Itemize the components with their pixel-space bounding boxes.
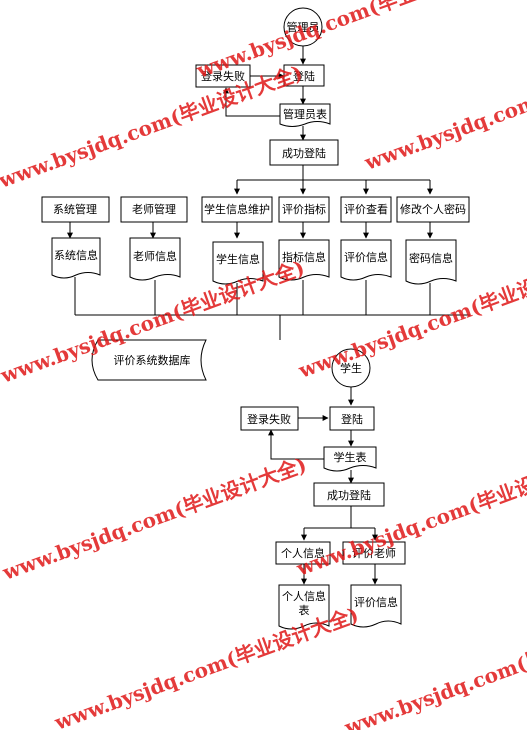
svg-text:系统信息: 系统信息 <box>54 248 98 262</box>
module-evaluation-view: 评价查看 <box>340 196 392 223</box>
admin-login-failed-box: 登录失败 <box>195 64 251 88</box>
admin-flow <box>67 46 470 340</box>
svg-text:表: 表 <box>299 603 310 617</box>
student-personal-info-box: 个人信息 <box>275 541 331 565</box>
admin-login-box: 登陆 <box>283 64 325 87</box>
doc-password-info: 密码信息 <box>405 239 457 285</box>
svg-text:系统管理: 系统管理 <box>53 202 97 216</box>
svg-text:登陆: 登陆 <box>341 412 363 426</box>
module-student-info-maintain: 学生信息维护 <box>201 196 273 223</box>
svg-text:评价老师: 评价老师 <box>352 547 396 560</box>
module-teacher-manage: 老师管理 <box>120 196 188 223</box>
student-login-box: 登陆 <box>329 406 375 431</box>
watermark: www.bysjdq.com(毕业设计大全) <box>0 60 306 193</box>
svg-text:修改个人密码: 修改个人密码 <box>400 202 466 216</box>
watermark: www.bysjdq.com(毕业设计大全) <box>361 42 527 175</box>
module-change-password: 修改个人密码 <box>396 196 470 223</box>
student-login-failed-box: 登录失败 <box>240 406 299 431</box>
svg-text:管理员表: 管理员表 <box>283 107 327 121</box>
student-actor: 学生 <box>331 348 371 388</box>
doc-student-evaluation-info: 评价信息 <box>350 584 402 628</box>
student-table-doc: 学生表 <box>323 446 377 472</box>
doc-evaluation-info: 评价信息 <box>340 239 392 281</box>
svg-text:评价信息: 评价信息 <box>354 595 398 609</box>
doc-personal-info-table: 个人信息 表 <box>278 584 330 630</box>
student-flow <box>268 387 378 585</box>
svg-text:老师信息: 老师信息 <box>133 249 177 263</box>
svg-text:成功登陆: 成功登陆 <box>282 146 326 160</box>
svg-text:学生信息维护: 学生信息维护 <box>204 202 270 216</box>
module-system-manage: 系统管理 <box>41 196 110 223</box>
svg-text:学生信息: 学生信息 <box>216 252 260 266</box>
student-evaluate-teacher-box: 评价老师 <box>342 541 406 565</box>
svg-text:登录失败: 登录失败 <box>201 69 245 83</box>
svg-text:个人信息: 个人信息 <box>281 546 325 560</box>
watermark: www.bysjdq.com(毕业设计大全) <box>0 452 310 585</box>
doc-system-info: 系统信息 <box>51 237 101 279</box>
svg-text:学生: 学生 <box>340 361 362 375</box>
svg-text:老师管理: 老师管理 <box>132 202 176 216</box>
svg-text:密码信息: 密码信息 <box>409 251 453 265</box>
svg-text:个人信息: 个人信息 <box>282 589 326 603</box>
svg-text:登陆: 登陆 <box>293 69 315 83</box>
svg-text:评价指标: 评价指标 <box>282 202 326 216</box>
svg-text:成功登陆: 成功登陆 <box>327 488 371 502</box>
svg-text:评价系统数据库: 评价系统数据库 <box>114 353 191 367</box>
admin-login-success-box: 成功登陆 <box>269 139 339 166</box>
evaluation-system-database: 评价系统数据库 <box>91 339 207 381</box>
svg-text:学生表: 学生表 <box>334 450 367 464</box>
svg-text:管理员: 管理员 <box>287 20 320 34</box>
svg-text:登录失败: 登录失败 <box>247 412 291 426</box>
module-evaluation-index: 评价指标 <box>278 196 330 223</box>
doc-index-info: 指标信息 <box>278 239 330 281</box>
admin-actor: 管理员 <box>283 7 323 47</box>
svg-text:评价信息: 评价信息 <box>344 250 388 264</box>
svg-text:指标信息: 指标信息 <box>282 250 326 264</box>
svg-text:评价查看: 评价查看 <box>344 202 388 216</box>
watermark: www.bysjdq.com(毕业设计大全) <box>51 602 362 730</box>
admin-table-doc: 管理员表 <box>279 103 331 127</box>
doc-student-info: 学生信息 <box>212 241 264 285</box>
student-login-success-box: 成功登陆 <box>313 482 385 507</box>
doc-teacher-info: 老师信息 <box>129 237 181 281</box>
